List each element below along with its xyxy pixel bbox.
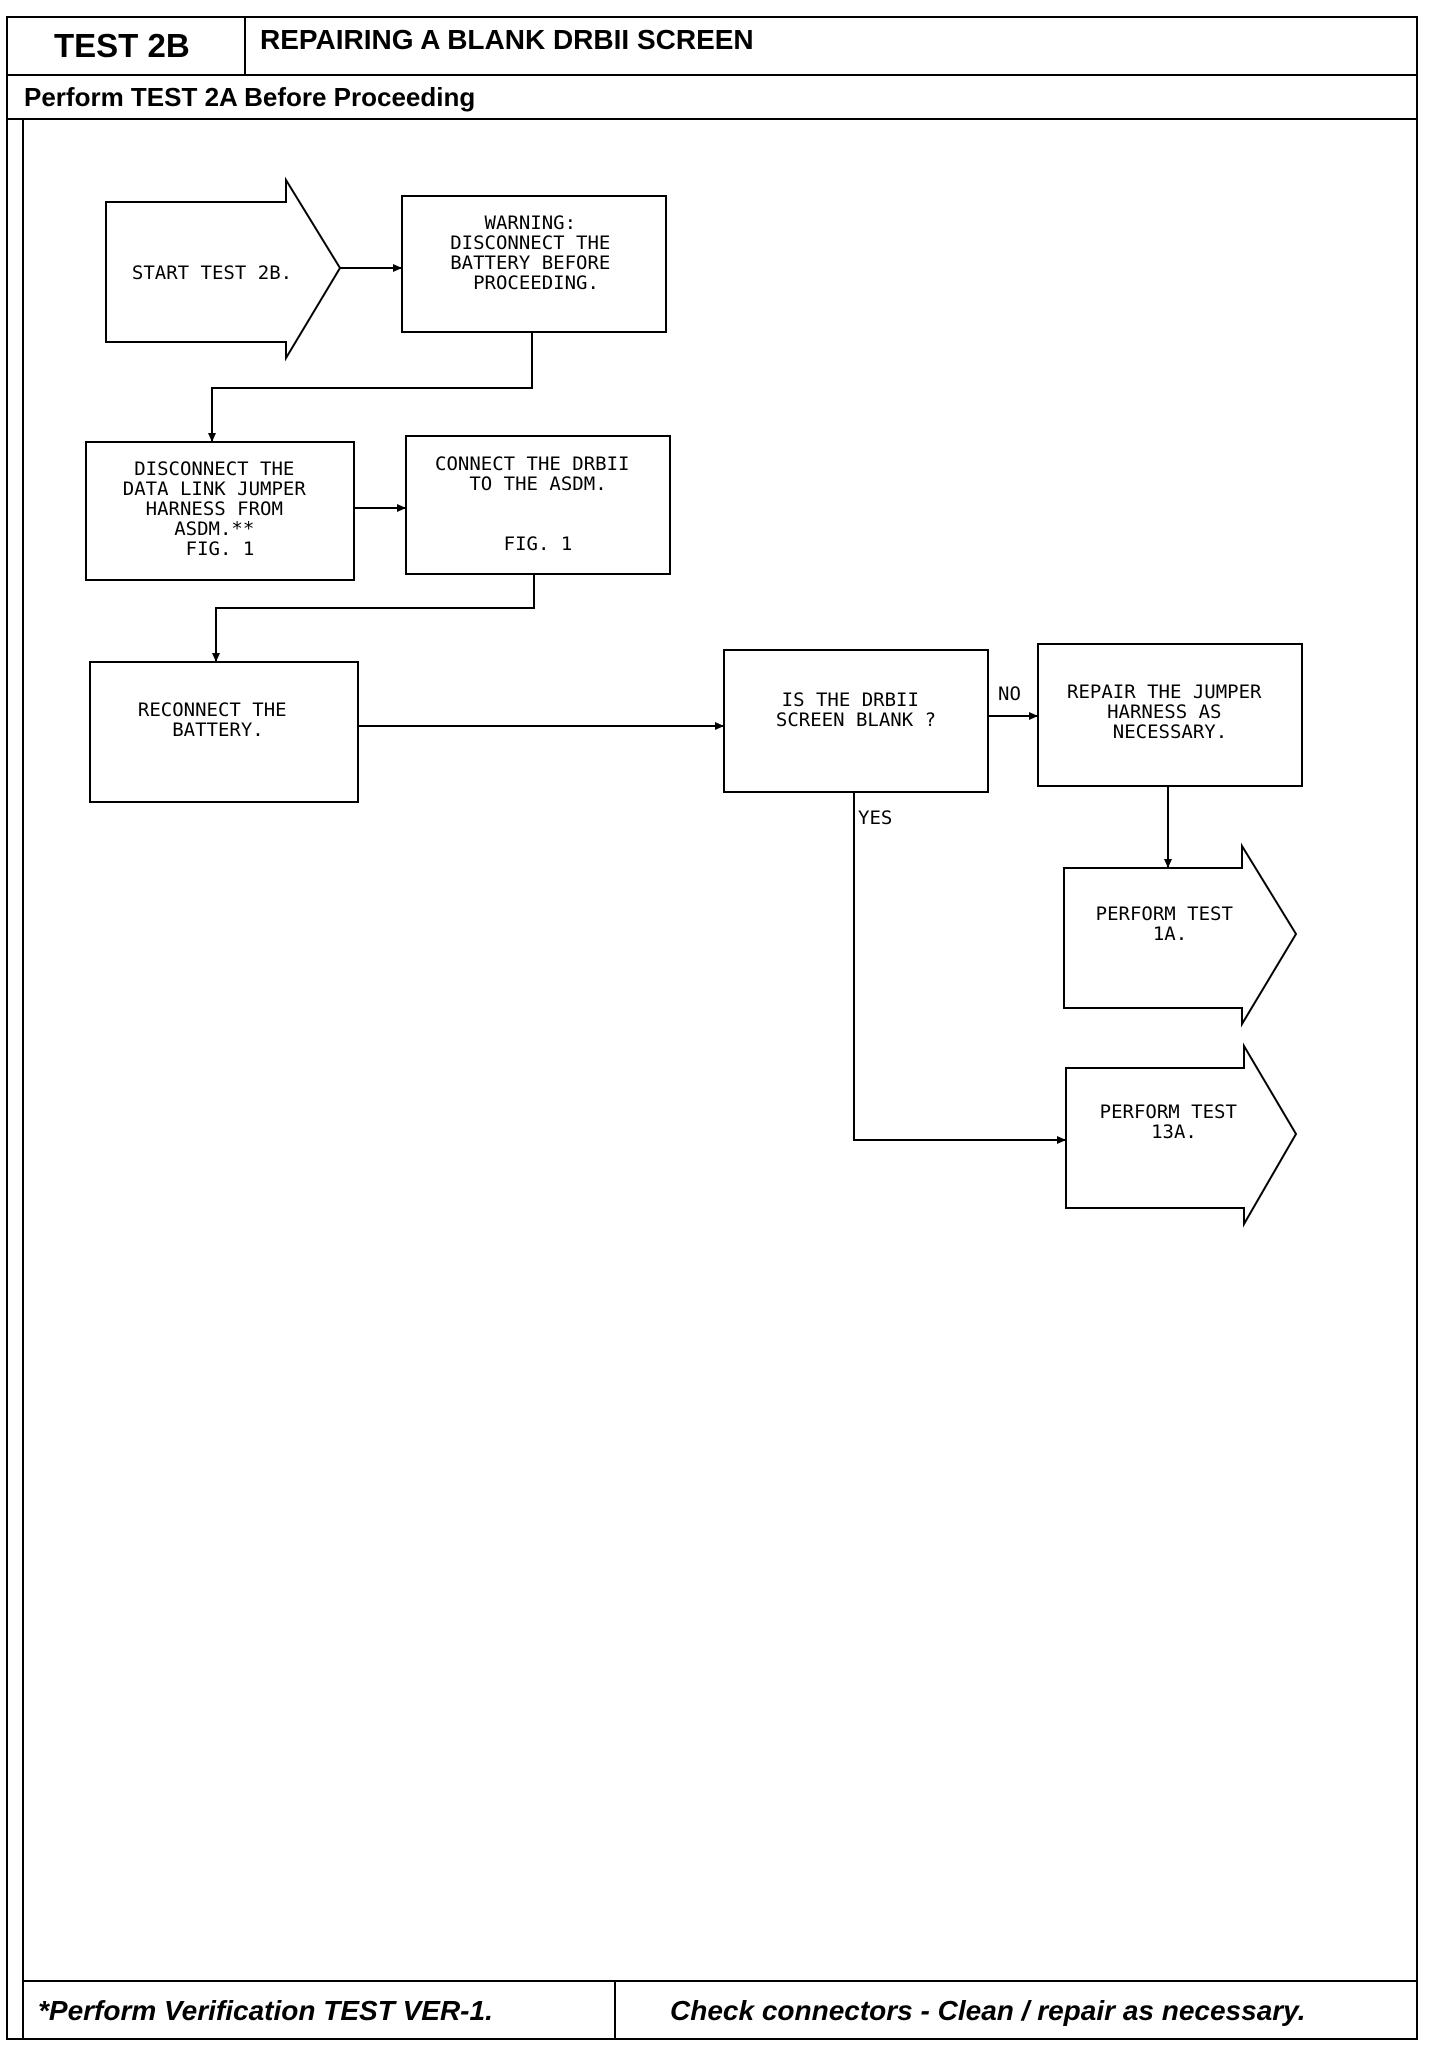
start-text: START TEST 2B.	[132, 262, 292, 284]
repair-harness-text: REPAIR THE JUMPER HARNESS AS NECESSARY.	[1067, 681, 1273, 743]
test-id: TEST 2B	[8, 18, 246, 74]
reconnect-battery-text: RECONNECT THE BATTERY.	[138, 699, 298, 741]
footer-connector-note: Check connectors - Clean / repair as nec…	[670, 1995, 1306, 2026]
yes-label: YES	[858, 807, 892, 829]
flowchart: START TEST 2B. WARNING: DISCONNECT THE B…	[85, 176, 1303, 1228]
warning-text: WARNING: DISCONNECT THE BATTERY BEFORE P…	[450, 212, 622, 294]
perform-1a-text: PERFORM TEST 1A.	[1096, 903, 1245, 945]
no-label: NO	[998, 683, 1021, 705]
perform-13a-arrow-shape	[1065, 1042, 1298, 1228]
reconnect-battery-box	[89, 661, 359, 803]
connect-drbii-fig: FIG. 1	[504, 533, 573, 555]
decision-box	[723, 649, 989, 793]
connector-connect-to-reconnect	[212, 574, 535, 662]
footer: *Perform Verification TEST VER-1. Check …	[22, 1980, 1418, 2040]
connect-drbii-box	[405, 435, 671, 575]
disconnect-jumper-text: DISCONNECT THE DATA LINK JUMPER HARNESS …	[123, 458, 317, 560]
disconnect-jumper-box	[85, 441, 355, 581]
prerequisite-row: Perform TEST 2A Before Proceeding	[8, 76, 1416, 120]
header-row: TEST 2B REPAIRING A BLANK DRBII SCREEN	[8, 18, 1416, 76]
perform-13a-text: PERFORM TEST 13A.	[1100, 1101, 1249, 1143]
warning-box	[401, 195, 667, 333]
decision-text: IS THE DRBII SCREEN BLANK ?	[776, 689, 936, 731]
connector-warning-to-disconnect	[208, 332, 533, 442]
prerequisite-note: Perform TEST 2A Before Proceeding	[24, 82, 476, 112]
perform-1a-arrow-shape	[1063, 842, 1298, 1028]
connect-drbii-text: CONNECT THE DRBII TO THE ASDM.	[435, 453, 641, 495]
connector-decision-yes	[853, 792, 1066, 1144]
test-title: REPAIRING A BLANK DRBII SCREEN	[260, 24, 754, 55]
left-margin-rule	[22, 118, 24, 1980]
footer-verification-note: *Perform Verification TEST VER-1.	[24, 1982, 616, 2040]
page-frame: TEST 2B REPAIRING A BLANK DRBII SCREEN P…	[6, 16, 1418, 2040]
start-arrow-shape	[105, 176, 342, 362]
